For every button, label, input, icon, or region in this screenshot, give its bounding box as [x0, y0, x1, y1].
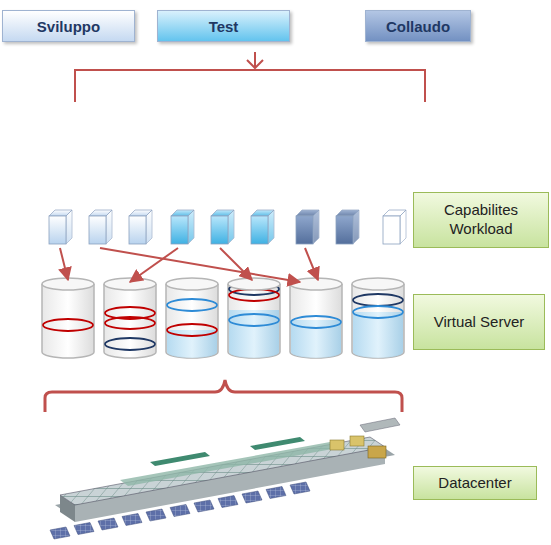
workload-cubes	[49, 210, 406, 244]
virtual-server-cylinders	[42, 278, 404, 358]
cube-front	[383, 216, 400, 244]
workload-cube	[129, 210, 152, 244]
cylinder-top	[166, 278, 218, 290]
label-text: Sviluppo	[37, 18, 100, 35]
solar-panel	[98, 518, 118, 530]
capacity-ring	[353, 306, 403, 318]
solar-panel	[194, 500, 214, 512]
cube-front	[49, 216, 66, 244]
group-bracket	[45, 380, 402, 412]
label-text: Datacenter	[438, 474, 511, 493]
solar-panel	[218, 496, 238, 508]
workload-cube	[171, 210, 194, 244]
workload-cube	[296, 210, 319, 244]
allocation-arrows	[60, 248, 318, 282]
solar-panel	[146, 509, 166, 521]
virtual-server-cylinder	[290, 278, 342, 358]
virtual-server-cylinder	[228, 278, 280, 358]
workload-cube	[251, 210, 274, 244]
solar-panel	[122, 514, 142, 526]
virtual-server-cylinder	[42, 278, 94, 358]
workload-cube	[49, 210, 72, 244]
layer-label: Virtual Server	[413, 294, 545, 350]
capacity-ring	[43, 319, 93, 331]
cylinder-top	[290, 278, 342, 290]
capacity-ring	[291, 316, 341, 328]
merge-bracket	[75, 52, 425, 102]
cube-side	[268, 210, 274, 244]
cube-side	[313, 210, 319, 244]
workload-cube	[336, 210, 359, 244]
cube-side	[66, 210, 72, 244]
capacity-ring	[167, 299, 217, 311]
cube-front	[336, 216, 353, 244]
cylinder-body	[42, 284, 94, 358]
capacity-ring	[105, 338, 155, 350]
solar-panel	[266, 487, 286, 499]
label-text: Virtual Server	[434, 313, 525, 332]
label-text: Test	[209, 18, 239, 35]
cube-side	[188, 210, 194, 244]
cylinder-top	[352, 278, 404, 290]
cylinder-body	[166, 284, 218, 358]
virtual-server-cylinder	[352, 278, 404, 358]
cylinder-body	[352, 284, 404, 358]
solar-panel	[50, 527, 70, 539]
cylinder-top	[104, 278, 156, 290]
datacenter-illustration	[50, 418, 400, 539]
layer-label: Capabilites Workload	[413, 192, 549, 248]
cube-side	[400, 210, 406, 244]
label-text: Capabilites Workload	[421, 201, 541, 239]
virtual-server-cylinder	[166, 278, 218, 358]
solar-panel	[74, 523, 94, 535]
phase-box: Collaudo	[365, 10, 471, 42]
solar-panel	[170, 505, 190, 517]
capacity-ring	[229, 289, 279, 301]
cube-side	[106, 210, 112, 244]
label-text: Collaudo	[386, 18, 450, 35]
solar-panel	[290, 482, 310, 494]
capacity-ring	[229, 314, 279, 326]
workload-cube	[89, 210, 112, 244]
cube-side	[228, 210, 234, 244]
cube-front	[251, 216, 268, 244]
cylinder-fill	[229, 310, 279, 358]
phase-box: Test	[157, 10, 290, 42]
solar-panel	[242, 491, 262, 503]
cylinder-top	[228, 278, 280, 290]
capacity-ring	[353, 294, 403, 306]
cube-front	[296, 216, 313, 244]
workload-cube	[383, 210, 406, 244]
cube-side	[353, 210, 359, 244]
cube-front	[211, 216, 228, 244]
capacity-ring	[105, 317, 155, 329]
workload-cube	[211, 210, 234, 244]
cylinder-body	[104, 284, 156, 358]
phase-box: Sviluppo	[2, 10, 135, 42]
virtual-server-cylinder	[104, 278, 156, 358]
cube-front	[171, 216, 188, 244]
cube-front	[89, 216, 106, 244]
cylinder-body	[290, 284, 342, 358]
cylinder-body	[228, 284, 280, 358]
cube-front	[129, 216, 146, 244]
layer-label: Datacenter	[413, 466, 537, 500]
capacity-ring	[167, 324, 217, 336]
cube-side	[146, 210, 152, 244]
